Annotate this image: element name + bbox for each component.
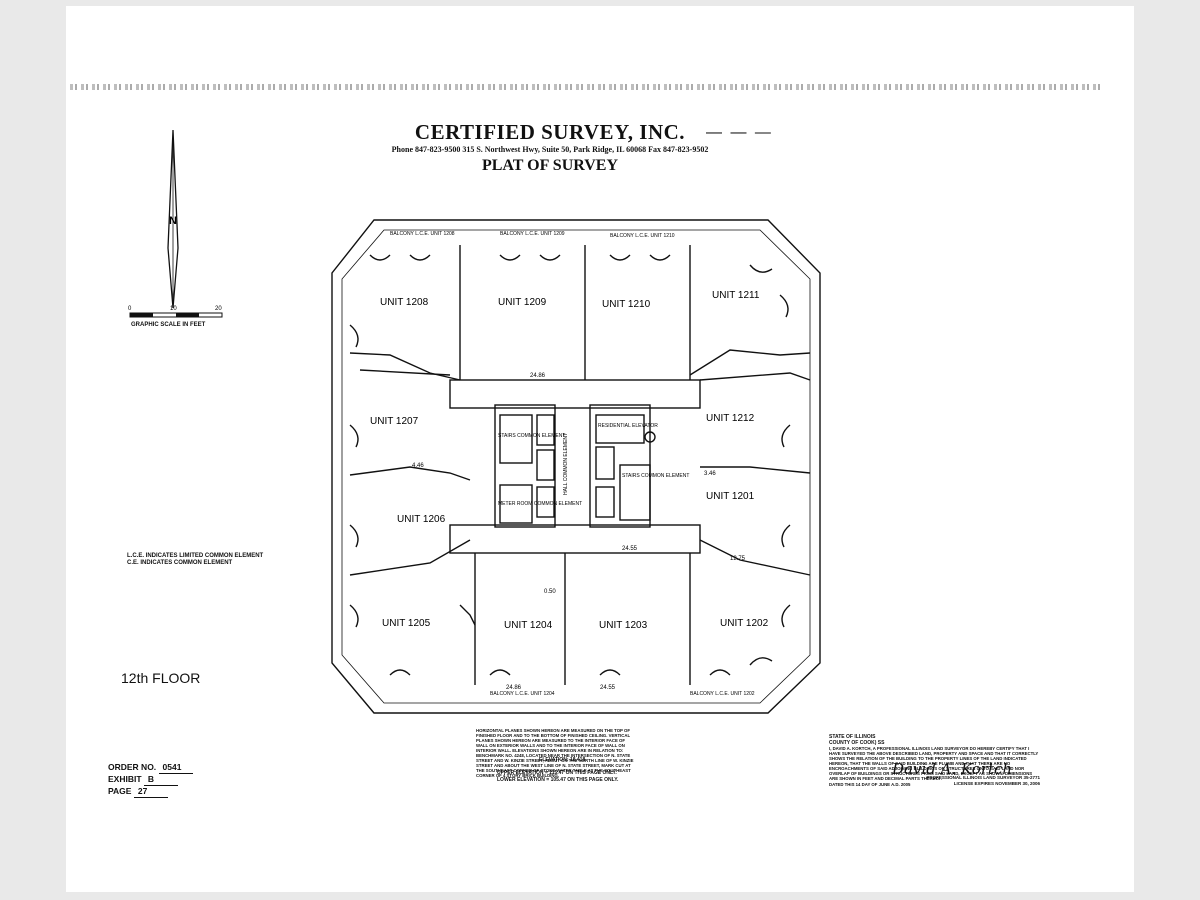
certificate-dated: DATED THIS 14 DAY OF JUNE A.D. 2005 (829, 782, 911, 787)
document-title: PLAT OF SURVEY (481, 157, 619, 174)
dimension-label: 24.55 (622, 546, 638, 552)
stairs-a-label: STAIRS COMMON ELEMENT (498, 433, 565, 439)
unit-1201-label: UNIT 1201 (706, 491, 755, 502)
meter-room-label: METER ROOM COMMON ELEMENT (498, 501, 582, 507)
scale-tick-0: 0 (128, 306, 132, 312)
balcony-1210-label: BALCONY L.C.E. UNIT 1210 (610, 233, 675, 239)
title-dash: — — — (706, 124, 773, 141)
floor-plan: UNIT 1208 UNIT 1209 UNIT 1210 UNIT 1211 … (331, 219, 821, 714)
floor-label: 12th FLOOR (121, 670, 201, 686)
upper-elevation: UPPER ELEVATION = 115.47 ON THIS PAGE ON… (497, 770, 617, 776)
elevation-note: ELEVATION: 18.418 (539, 757, 586, 763)
exhibit-label: EXHIBIT (108, 774, 142, 784)
unit-1202-label: UNIT 1202 (720, 618, 769, 629)
unit-1211-label: UNIT 1211 (712, 290, 760, 301)
dimension-label: 3.46 (704, 471, 716, 477)
dimension-label: 24.55 (600, 685, 616, 691)
lower-elevation: LOWER ELEVATION = 105.47 ON THIS PAGE ON… (497, 777, 619, 783)
surveyor-signature: David A. Kortch (892, 760, 1013, 778)
unit-1207-label: UNIT 1207 (370, 416, 419, 427)
dimension-label: 4.46 (412, 463, 424, 469)
surveyor-certificate: I, DAVID A. KORTCH, A PROFESSIONAL ILLIN… (829, 746, 1039, 787)
scan-artifact-line (70, 84, 1100, 90)
company-contact: Phone 847-823-9500 315 S. Northwest Hwy,… (391, 145, 709, 154)
state-line: STATE OF ILLINOIS (829, 734, 876, 740)
order-no-value: 0541 (158, 762, 193, 774)
building-outline (331, 219, 821, 714)
stairs-b-label: STAIRS COMMON ELEMENT (622, 473, 689, 479)
page-label: PAGE (108, 786, 132, 796)
residential-elevator-label: RESIDENTIAL ELEVATOR (598, 423, 658, 429)
page-value: 27 (133, 786, 168, 798)
order-no-label: ORDER NO. (108, 762, 157, 772)
balcony-1202-label: BALCONY L.C.E. UNIT 1202 (690, 691, 755, 697)
unit-1212-label: UNIT 1212 (706, 413, 755, 424)
order-block: ORDER NO. 0541 EXHIBIT B PAGE 27 (108, 762, 193, 798)
unit-1205-label: UNIT 1205 (382, 618, 431, 629)
license-expiry: LICENSE EXPIRES NOVEMBER 30, 2006 (953, 781, 1040, 786)
balcony-1209-label: BALCONY L.C.E. UNIT 1209 (500, 231, 565, 237)
unit-1208-label: UNIT 1208 (380, 297, 429, 308)
dimension-label: 0.50 (544, 589, 556, 595)
balcony-1204-label: BALCONY L.C.E. UNIT 1204 (490, 691, 555, 697)
unit-1203-label: UNIT 1203 (599, 620, 648, 631)
legend-lce: L.C.E. INDICATES LIMITED COMMON ELEMENT (127, 553, 264, 559)
legend-ce: C.E. INDICATES COMMON ELEMENT (127, 560, 233, 566)
survey-notes: HORIZONTAL PLANES SHOWN HEREON ARE MEASU… (476, 728, 634, 778)
unit-1210-label: UNIT 1210 (602, 299, 651, 310)
north-letter: N (169, 215, 177, 227)
dimension-label: 12.75 (730, 556, 746, 562)
balcony-1208-label: BALCONY L.C.E. UNIT 1208 (390, 231, 455, 237)
elevation-range: UPPER ELEVATION = 115.47 ON THIS PAGE ON… (497, 770, 657, 784)
surveyor-title: PROFESSIONAL ILLINOIS LAND SURVEYOR 35-2… (926, 775, 1040, 780)
scale-tick-10: 10 (170, 306, 177, 312)
survey-sheet (66, 6, 1134, 892)
unit-1209-label: UNIT 1209 (498, 297, 547, 308)
exhibit-value: B (143, 774, 178, 786)
hall-label: HALL COMMON ELEMENT (563, 433, 569, 495)
jurisdiction: STATE OF ILLINOIS COUNTY OF COOK) SS (829, 734, 1039, 746)
unit-1204-label: UNIT 1204 (504, 620, 553, 631)
dimension-label: 24.86 (506, 685, 522, 691)
county-line: COUNTY OF COOK) SS (829, 740, 885, 746)
north-arrow-and-scale: N 0 10 20 (128, 129, 223, 318)
dimension-label: 24.86 (530, 373, 546, 379)
scale-tick-20: 20 (215, 306, 222, 312)
certificate-text: I, DAVID A. KORTCH, A PROFESSIONAL ILLIN… (829, 746, 1039, 781)
unit-1206-label: UNIT 1206 (397, 514, 446, 525)
legend: L.C.E. INDICATES LIMITED COMMON ELEMENT … (127, 553, 263, 567)
company-name: CERTIFIED SURVEY, INC. (414, 120, 686, 144)
surveyor-credentials: PROFESSIONAL ILLINOIS LAND SURVEYOR 35-2… (880, 775, 1040, 787)
graphic-scale-label: GRAPHIC SCALE IN FEET (131, 322, 206, 328)
